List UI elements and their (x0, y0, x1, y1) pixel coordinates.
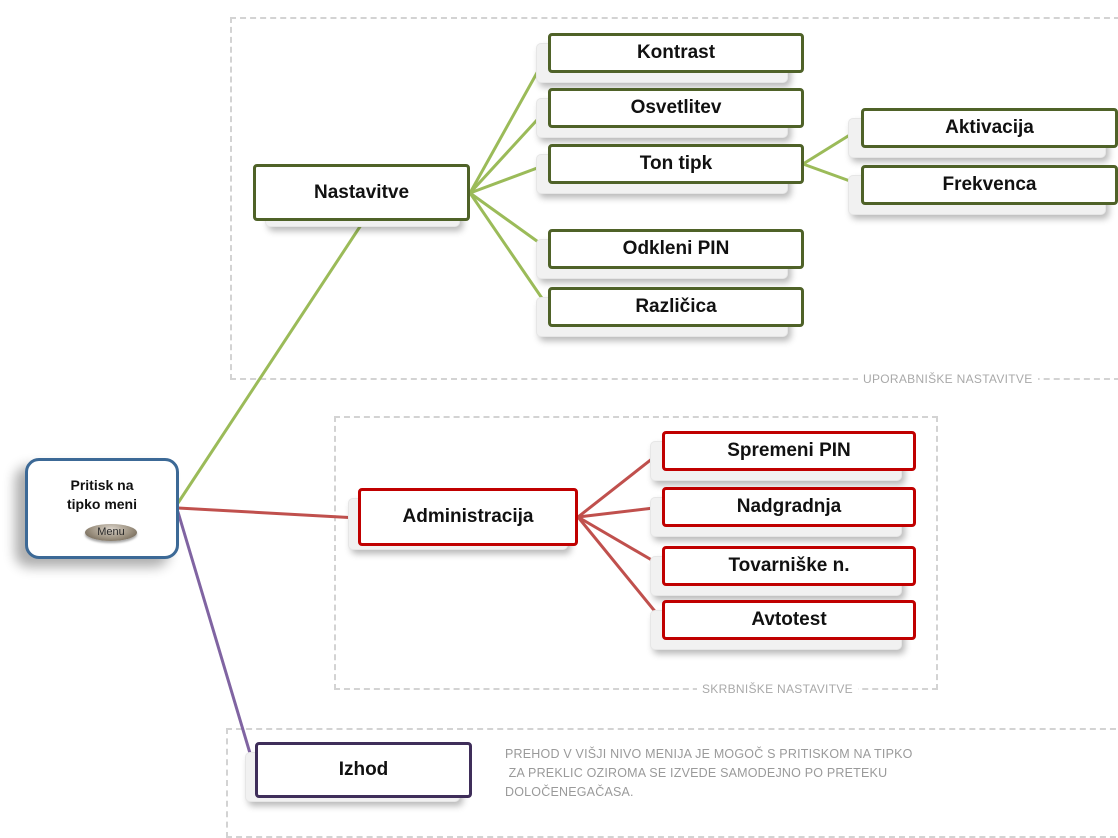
node-nadgradnja: Nadgradnja (662, 487, 916, 527)
node-frekvenca: Frekvenca (861, 165, 1118, 205)
edge-root-nastavitve (176, 217, 367, 505)
menu-key-icon: Menu (85, 524, 137, 541)
edge-nastavitve-kontrast (468, 51, 550, 195)
admin-settings-region (334, 416, 938, 690)
node-osvetlitev: Osvetlitev (548, 88, 804, 128)
edge-nastavitve-ton-tipk (468, 162, 550, 195)
edge-administracija-avtotest (576, 515, 664, 622)
node-odkleni-pin: Odkleni PIN (548, 229, 804, 269)
edge-nastavitve-razlicica (468, 191, 550, 309)
note-line-2: ZA PREKLIC OZIROMA SE IZVEDE SAMODEJNO P… (505, 766, 888, 780)
admin-settings-region-label: SKRBNIŠKE NASTAVITVE (697, 682, 858, 696)
node-izhod: Izhod (255, 742, 472, 798)
user-settings-region-label: UPORABNIŠKE NASTAVITVE (858, 372, 1038, 386)
root-label-line1: Pritisk na (70, 477, 134, 493)
node-tovarniske-n: Tovarniške n. (662, 546, 916, 586)
node-razlicica: Različica (548, 287, 804, 327)
node-administracija: Administracija (358, 488, 578, 546)
edge-administracija-spremeni-pin (576, 449, 664, 519)
user-settings-region (230, 17, 1118, 380)
root-node-menu-press: Pritisk na tipko meni Menu (25, 458, 179, 559)
edge-nastavitve-osvetlitev (468, 106, 550, 195)
note-line-1: PREHOD V VIŠJI NIVO MENIJA JE MOGOČ S PR… (505, 747, 913, 761)
node-aktivacija: Aktivacija (861, 108, 1118, 148)
node-avtotest: Avtotest (662, 600, 916, 640)
edge-nastavitve-odkleni-pin (468, 191, 550, 251)
node-ton-tipk: Ton tipk (548, 144, 804, 184)
node-spremeni-pin: Spremeni PIN (662, 431, 916, 471)
root-label-line2: tipko meni (66, 496, 137, 512)
node-kontrast: Kontrast (548, 33, 804, 73)
edge-root-izhod (176, 510, 257, 772)
edge-root-administracija (176, 506, 360, 520)
edge-administracija-tovarniske (576, 515, 664, 568)
exit-note-text: PREHOD V VIŠJI NIVO MENIJA JE MOGOČ S PR… (505, 745, 1065, 802)
note-line-3: DOLOČENEGAČASA. (505, 785, 634, 799)
root-node-label: Pritisk na tipko meni (28, 476, 176, 514)
edge-administracija-nadgradnja (576, 505, 664, 519)
node-nastavitve: Nastavitve (253, 164, 470, 221)
